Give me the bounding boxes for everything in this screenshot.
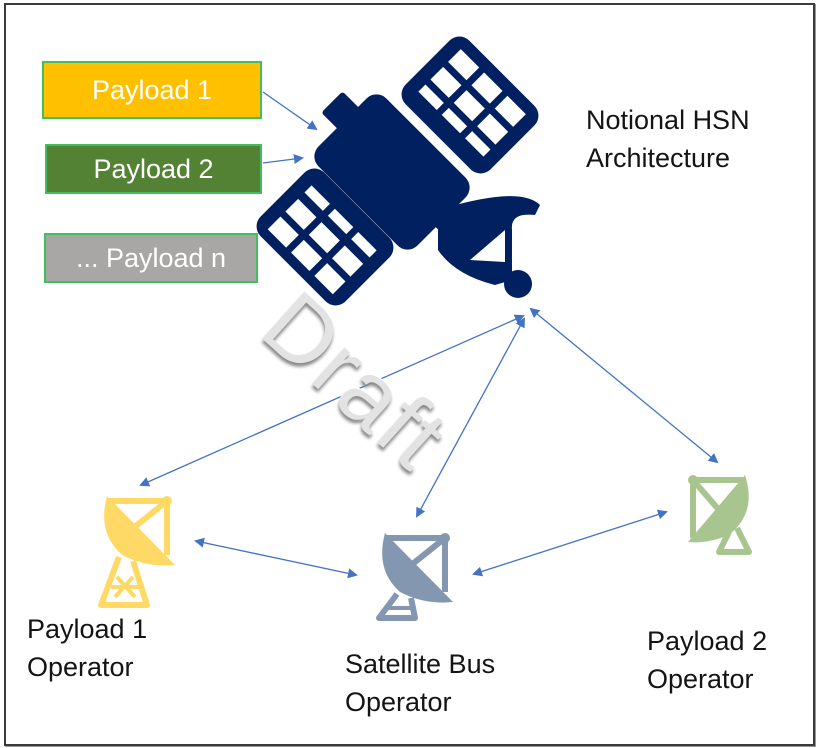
satellite-bus-operator-dish-icon	[376, 533, 453, 621]
payload-n-box: ... Payload n	[44, 233, 258, 283]
link-satellite-payload2-operator	[529, 307, 719, 464]
satellite-body	[314, 94, 470, 250]
payload-2-label: Payload 2	[93, 153, 214, 184]
satellite-icon	[256, 36, 540, 306]
payload-1-operator-dish-icon	[98, 496, 175, 608]
payload-2-operator-line-2: Operator	[647, 664, 754, 694]
payload-2-box: Payload 2	[45, 144, 262, 194]
title-line-1: Notional HSN	[586, 105, 750, 135]
diagram-title: Notional HSN Architecture	[586, 101, 750, 177]
payload-2-operator-label: Payload 2 Operator	[647, 622, 767, 698]
payload-n-label: ... Payload n	[75, 242, 227, 273]
satellite-bus-operator-label: Satellite Bus Operator	[345, 645, 495, 721]
title-line-2: Architecture	[586, 143, 731, 173]
payload-2-operator-dish-icon	[688, 475, 752, 555]
payload-1-operator-label: Payload 1 Operator	[27, 610, 147, 686]
link-satellite-bus-operator	[416, 317, 525, 518]
arrow-payload1-satellite	[262, 91, 318, 131]
satellite-dish	[438, 196, 540, 285]
satellite-bus-operator-line-2: Operator	[345, 687, 452, 717]
payload-1-operator-line-2: Operator	[27, 652, 134, 682]
link-payload1-bus-operator	[194, 537, 358, 579]
payload-1-operator-line-1: Payload 1	[27, 614, 148, 644]
payload-1-box: Payload 1	[42, 61, 262, 119]
payload-1-label: Payload 1	[91, 74, 213, 105]
satellite-bus-operator-line-1: Satellite Bus	[345, 649, 496, 679]
payload-2-operator-line-1: Payload 2	[647, 626, 768, 656]
arrow-payload2-satellite	[262, 154, 304, 164]
link-bus-payload2-operator	[472, 509, 668, 577]
